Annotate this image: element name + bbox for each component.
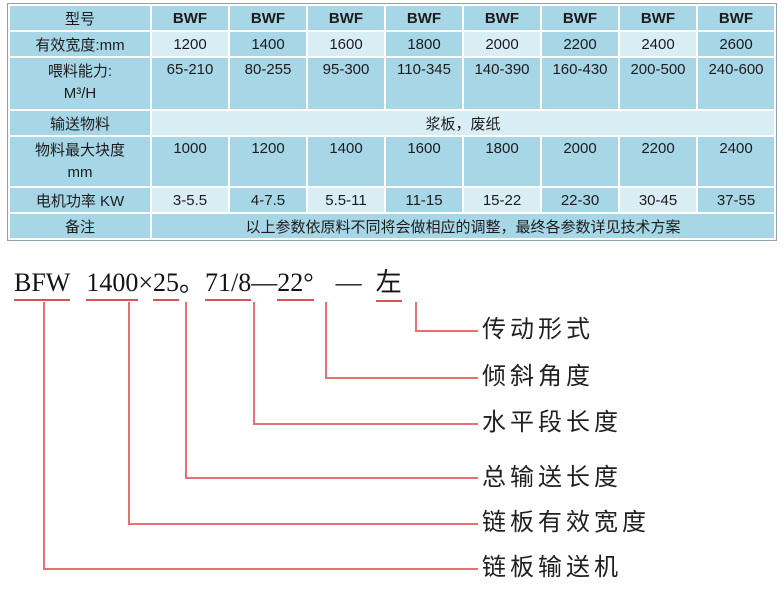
model-code-prefix: BFW [14,268,71,301]
leader-line-incline-angle [325,302,478,379]
model-cell: BWF [618,4,698,32]
blocksize-cell: 2200 [618,135,698,188]
power-cell: 11-15 [384,186,464,214]
model-cell: BWF [150,4,230,32]
capacity-cell: 110-345 [384,56,464,111]
capacity-cell: 140-390 [462,56,542,111]
blocksize-cell: 2000 [540,135,620,188]
legend-label-horizontal-length: 水平段长度 [482,410,622,436]
blocksize-cell: 1600 [384,135,464,188]
period-mark: 。 [179,268,206,297]
width-cell: 2000 [462,30,542,58]
model-cell: BWF [462,4,542,32]
leader-line-drive-type [415,302,478,332]
power-cell: 22-30 [540,186,620,214]
dash-mark: — [335,268,362,297]
table-row-blocksize: 物料最大块度 mm 1000 1200 1400 1600 1800 2000 … [8,135,776,188]
legend-label-incline-angle: 倾斜角度 [482,364,594,390]
model-code-angle: 22° [277,268,314,301]
width-cell: 1600 [306,30,386,58]
dash-mark: — [251,268,278,297]
legend-label-plate-width: 链板有效宽度 [482,510,650,536]
table-row-material: 输送物料 浆板，废纸 [8,109,776,137]
leader-line-conveyor [43,302,478,570]
blocksize-label-line1: 物料最大块度 [34,142,125,159]
model-cell: BWF [384,4,464,32]
width-cell: 1800 [384,30,464,58]
table-row-remark: 备注 以上参数依原料不同将会做相应的调整，最终各参数详见技术方案 [8,212,776,240]
row-header-model: 型号 [8,4,152,32]
capacity-cell: 240-600 [696,56,776,111]
capacity-cell: 80-255 [228,56,308,111]
model-cell: BWF [228,4,308,32]
blocksize-cell: 1400 [306,135,386,188]
table-row-power: 电机功率 KW 3-5.5 4-7.5 5.5-11 11-15 15-22 2… [8,186,776,214]
width-cell: 2400 [618,30,698,58]
table-row-capacity: 喂料能力: M³/H 65-210 80-255 95-300 110-345 … [8,56,776,111]
width-cell: 2200 [540,30,620,58]
power-cell: 4-7.5 [228,186,308,214]
remark-span-cell: 以上参数依原料不同将会做相应的调整，最终各参数详见技术方案 [150,212,776,240]
power-cell: 5.5-11 [306,186,386,214]
power-cell: 15-22 [462,186,542,214]
model-code-drive-side: 左 [375,262,402,302]
row-header-capacity: 喂料能力: M³/H [8,56,152,111]
row-header-power: 电机功率 KW [8,186,152,214]
capacity-cell: 200-500 [618,56,698,111]
width-cell: 1400 [228,30,308,58]
power-cell: 37-55 [696,186,776,214]
material-span-cell: 浆板，废纸 [150,109,776,137]
blocksize-cell: 1200 [228,135,308,188]
model-code-width: 1400 [86,268,139,301]
capacity-label-line1: 喂料能力: [47,63,113,80]
legend-label-total-length: 总输送长度 [482,465,622,491]
model-cell: BWF [306,4,386,32]
capacity-cell: 95-300 [306,56,386,111]
model-code-total-length: 25 [153,268,180,301]
width-cell: 2600 [696,30,776,58]
table-row-model: 型号 BWF BWF BWF BWF BWF BWF BWF BWF [8,4,776,32]
model-cell: BWF [696,4,776,32]
capacity-label-line2: M³/H [63,84,97,102]
row-header-width: 有效宽度:mm [8,30,152,58]
row-header-blocksize: 物料最大块度 mm [8,135,152,188]
leader-line-total-length [185,302,478,479]
capacity-cell: 160-430 [540,56,620,111]
legend-label-conveyor: 链板输送机 [482,555,622,581]
table-row-width: 有效宽度:mm 1200 1400 1600 1800 2000 2200 24… [8,30,776,58]
spec-table: 型号 BWF BWF BWF BWF BWF BWF BWF BWF 有效宽度:… [7,3,777,241]
capacity-cell: 65-210 [150,56,230,111]
power-cell: 30-45 [618,186,698,214]
legend-label-drive-type: 传动形式 [482,317,594,343]
model-cell: BWF [540,4,620,32]
blocksize-cell: 1800 [462,135,542,188]
blocksize-cell: 1000 [150,135,230,188]
blocksize-cell: 2400 [696,135,776,188]
leader-line-horizontal-length [253,302,478,425]
row-header-remark: 备注 [8,212,152,240]
width-cell: 1200 [150,30,230,58]
times-sign: × [138,268,154,297]
power-cell: 3-5.5 [150,186,230,214]
row-header-material: 输送物料 [8,109,152,137]
blocksize-label-line2: mm [67,163,93,181]
model-code-horizontal-length: 71/8 [205,268,252,301]
leader-line-plate-width [128,302,478,525]
